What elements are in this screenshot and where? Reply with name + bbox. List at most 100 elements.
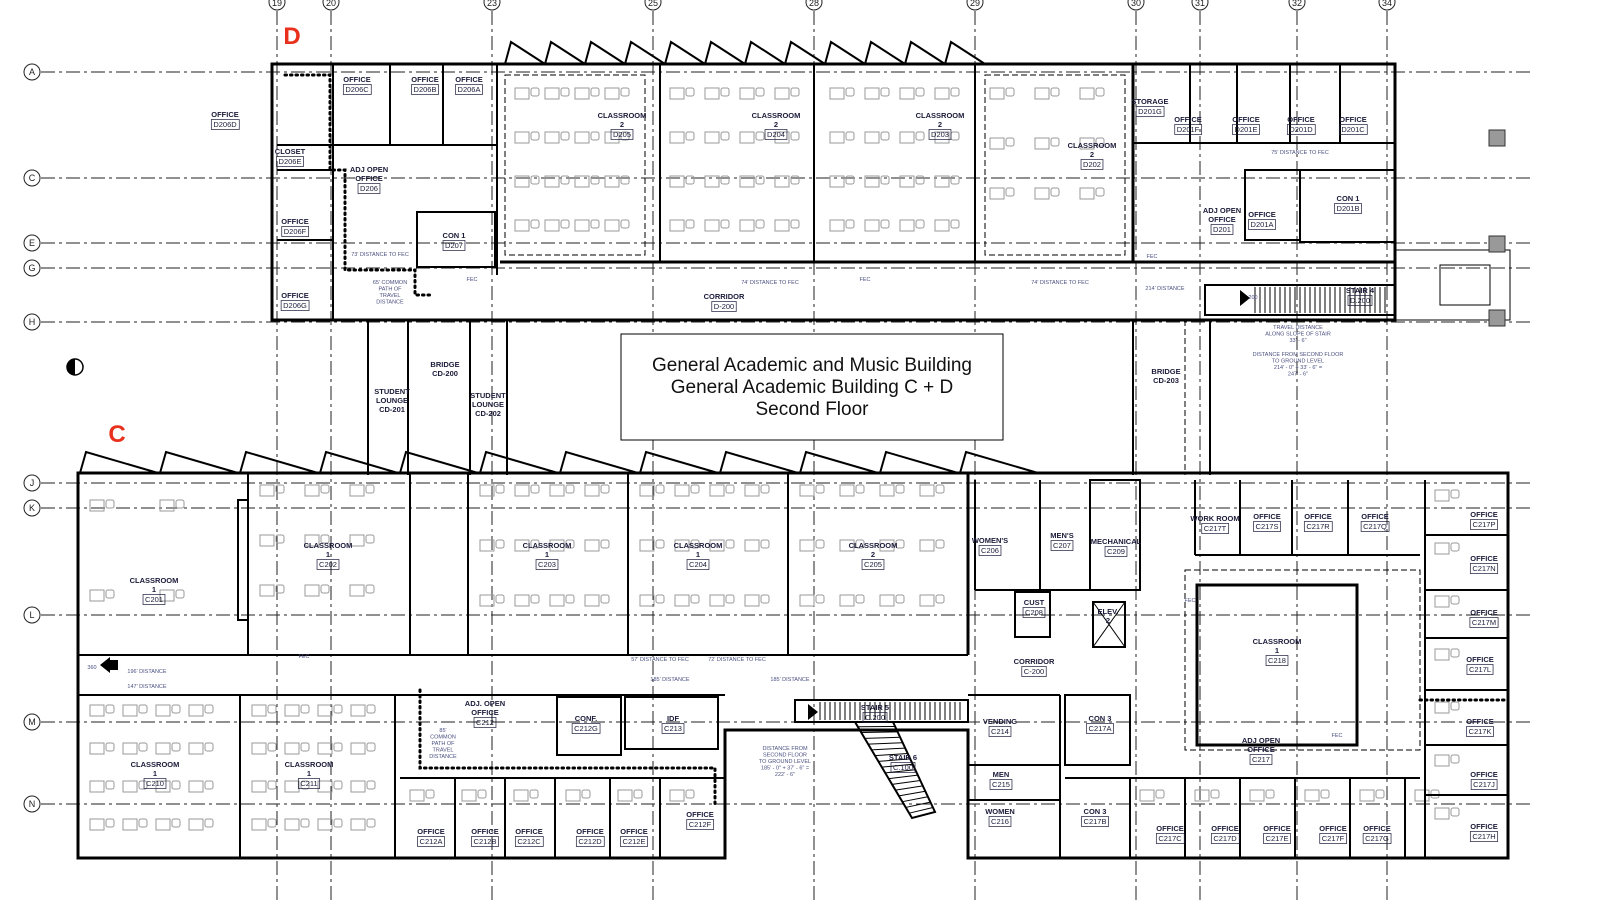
room-name: OFFICE (1363, 824, 1391, 833)
room-name: BRIDGE (430, 360, 459, 369)
chair (600, 539, 610, 549)
room-number-box (1360, 521, 1390, 532)
distance-annotation: TRAVEL (380, 293, 401, 299)
chair (590, 219, 600, 229)
room-label: STAIR 4D.200 (1346, 286, 1375, 306)
room-name: CD-201 (379, 405, 405, 414)
room-name: OFFICE (343, 75, 371, 84)
distance-annotation: 65' COMMON (373, 280, 407, 286)
desk (574, 175, 590, 188)
chair (1155, 789, 1165, 799)
desk (1434, 807, 1450, 820)
room-number: C216 (991, 817, 1009, 826)
chair (655, 484, 665, 494)
desk (639, 539, 655, 552)
room-name: CLASSROOM (849, 541, 898, 550)
distance-annotation: 74' DISTANCE TO FEC (1031, 280, 1089, 286)
desk (304, 534, 320, 547)
room-number-box (142, 594, 166, 605)
room-number-box (1174, 124, 1203, 135)
room-number: C217R (1306, 522, 1330, 531)
room-number: C217B (1084, 817, 1107, 826)
room-number: C217L (1469, 665, 1491, 674)
grid-column-label: 34 (1382, 0, 1392, 8)
chair (755, 131, 765, 141)
room-number-box (1210, 833, 1240, 844)
chair (204, 780, 214, 790)
room-name: WORK ROOM (1190, 514, 1239, 523)
room-number: D-200 (714, 302, 734, 311)
room-number: C212D (578, 837, 602, 846)
room-name: 2 (620, 120, 624, 129)
chair (855, 539, 865, 549)
room-number-box (297, 778, 321, 789)
room-number: C210 (146, 779, 164, 788)
desk (584, 539, 600, 552)
room-number: D201G (1138, 107, 1162, 116)
desk (1434, 542, 1450, 555)
chair (495, 484, 505, 494)
chair (560, 219, 570, 229)
desk (739, 219, 755, 232)
desk (864, 219, 880, 232)
room-number-box (357, 183, 381, 194)
grid-row-label: K (29, 503, 35, 513)
room-labels: OFFICED206DOFFICED206COFFICED206BOFFICED… (130, 75, 1499, 847)
desk (899, 175, 915, 188)
desk (774, 175, 790, 188)
chair (1450, 701, 1460, 711)
room-number: D203 (931, 130, 949, 139)
room-name: STAIR 6 (889, 753, 917, 762)
desk (799, 539, 815, 552)
desk (89, 704, 105, 717)
room-name: STAIR 5 (861, 703, 889, 712)
chair (1265, 789, 1275, 799)
desk (674, 484, 690, 497)
desk (669, 131, 685, 144)
room-number: D202 (1083, 160, 1101, 169)
room-number-box (1081, 816, 1109, 827)
desk (514, 175, 530, 188)
desk (159, 499, 175, 512)
grid-column-label: 31 (1195, 0, 1205, 8)
chair (1095, 137, 1105, 147)
room-name: OFFICE (1174, 115, 1202, 124)
chair (1450, 489, 1460, 499)
desk (479, 484, 495, 497)
desk (188, 704, 204, 717)
chair (855, 594, 865, 604)
room-name: OFFICE (620, 827, 648, 836)
desk (317, 704, 333, 717)
room-name: ADJ OPEN (1242, 736, 1280, 745)
room-name: 1 (545, 550, 549, 559)
room-name: OFFICE (1470, 770, 1498, 779)
desk (934, 219, 950, 232)
room-name: OFFICE (1211, 824, 1239, 833)
room-name: STUDENT (374, 387, 410, 396)
room-number-box (711, 301, 737, 312)
room-number-box (1265, 655, 1289, 666)
chair (1210, 789, 1220, 799)
room-number-box (1155, 833, 1185, 844)
room-number-box (1253, 521, 1281, 532)
chair (935, 484, 945, 494)
chair (1320, 789, 1330, 799)
room-number-box (210, 119, 240, 130)
chair (175, 589, 185, 599)
grid-row-bubble (23, 606, 41, 624)
desk (409, 789, 425, 802)
desk (604, 131, 620, 144)
